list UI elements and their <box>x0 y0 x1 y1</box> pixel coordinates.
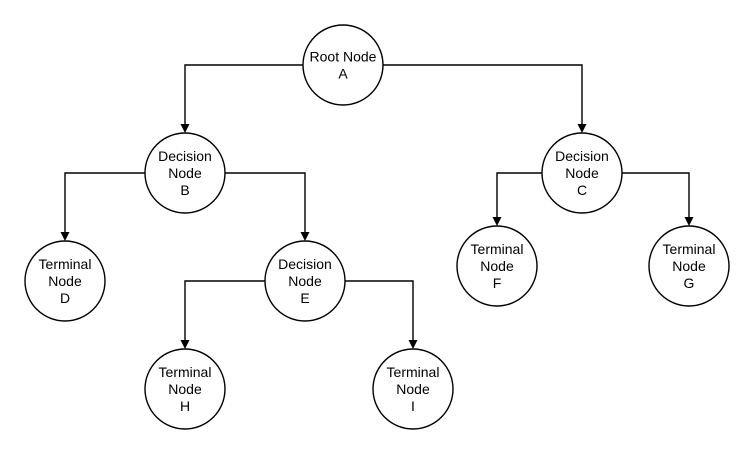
node-circle <box>264 240 346 322</box>
arrowhead-icon <box>60 232 70 241</box>
edge-connector-line <box>225 172 306 233</box>
node-label-line: I <box>411 398 415 414</box>
node-label-line: Terminal <box>387 364 440 380</box>
node-circle <box>541 132 623 214</box>
arrowhead-icon <box>300 232 310 241</box>
edge-c-to-f <box>492 172 542 226</box>
edges-layer <box>60 64 694 349</box>
node-label-line: Node <box>168 381 202 397</box>
edge-b-to-d <box>60 172 145 241</box>
node-label-line: Decision <box>278 256 332 272</box>
node-label-line: H <box>180 398 190 414</box>
edge-connector-line <box>184 64 303 125</box>
node-circle <box>24 240 106 322</box>
node-circle <box>302 24 384 106</box>
node-label-line: Node <box>288 273 322 289</box>
node-label-line: Decision <box>158 148 212 164</box>
node-circle <box>372 348 454 430</box>
edge-e-to-i <box>345 280 418 349</box>
node-label-line: Terminal <box>663 241 716 257</box>
node-label-line: Node <box>565 165 599 181</box>
node-circle <box>144 132 226 214</box>
arrowhead-icon <box>684 217 694 226</box>
edge-connector-line <box>64 172 145 233</box>
arrowhead-icon <box>408 340 418 349</box>
node-label-line: B <box>180 182 189 198</box>
arrowhead-icon <box>180 340 190 349</box>
node-label-line: Node <box>168 165 202 181</box>
node-label-line: Node <box>672 258 706 274</box>
arrowhead-icon <box>492 217 502 226</box>
node-label-line: Node <box>480 258 514 274</box>
node-label-line: F <box>493 275 502 291</box>
node-label-line: Decision <box>555 148 609 164</box>
edge-e-to-h <box>180 280 265 349</box>
node-label-line: Terminal <box>39 256 92 272</box>
node-label-line: A <box>338 66 348 82</box>
node-label-line: Node <box>48 273 82 289</box>
node-label-line: D <box>60 290 70 306</box>
node-label-line: Terminal <box>159 364 212 380</box>
edge-connector-line <box>184 280 265 341</box>
edge-c-to-g <box>622 172 694 226</box>
node-label-line: Node <box>396 381 430 397</box>
node-circle <box>144 348 226 430</box>
edge-b-to-e <box>225 172 310 241</box>
edge-a-to-c <box>383 64 587 133</box>
node-label-line: E <box>300 290 309 306</box>
edge-connector-line <box>383 64 583 125</box>
node-label-line: Root Node <box>310 49 377 65</box>
arrowhead-icon <box>180 124 190 133</box>
edge-a-to-b <box>180 64 303 133</box>
edge-connector-line <box>496 172 542 218</box>
node-circle <box>456 225 538 307</box>
node-circle <box>648 225 730 307</box>
edge-connector-line <box>345 280 414 341</box>
edge-connector-line <box>622 172 690 218</box>
arrowhead-icon <box>577 124 587 133</box>
node-label-line: Terminal <box>471 241 524 257</box>
node-label-line: C <box>577 182 587 198</box>
node-label-line: G <box>684 275 695 291</box>
